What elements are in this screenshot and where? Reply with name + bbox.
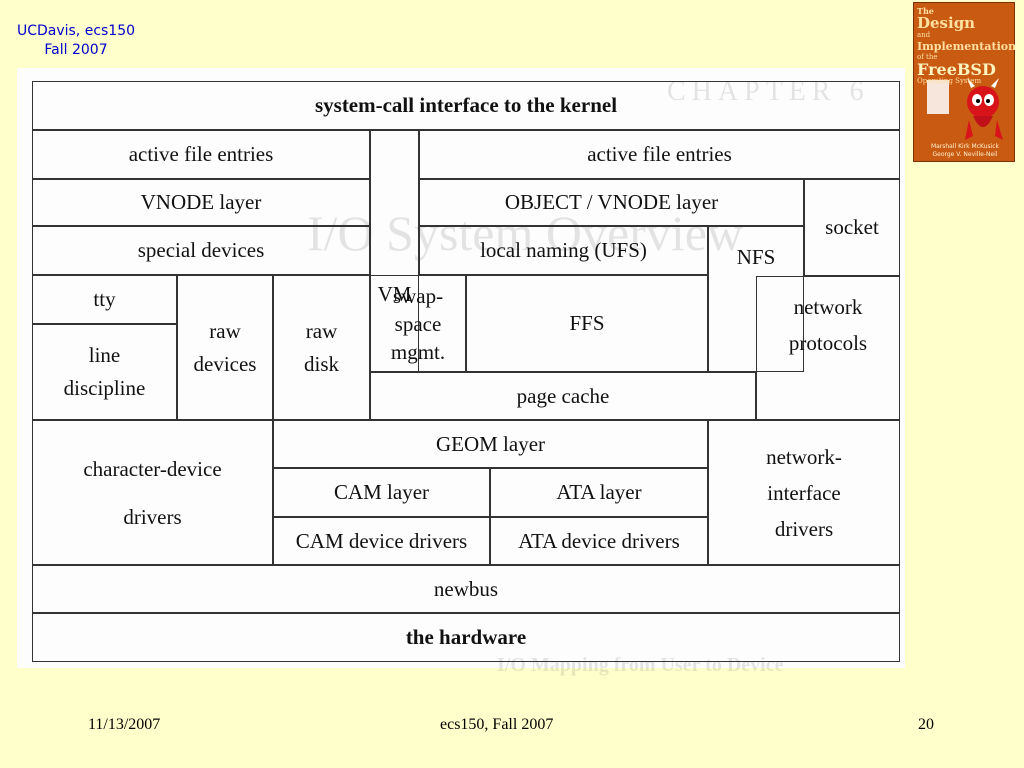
- object-vnode-layer-box: OBJECT / VNODE layer: [419, 179, 804, 226]
- book-title-line: Operating System: [917, 77, 982, 85]
- book-author: Marshall Kirk McKusick: [930, 143, 1000, 150]
- book-title-line: and: [917, 31, 931, 39]
- book-title: The Design and Implementation of the Fre…: [917, 6, 1015, 86]
- ghost-caption: I/O Mapping from User to Device: [497, 654, 784, 676]
- active-file-entries-left-box: active file entries: [32, 130, 370, 179]
- ata-device-drivers-box: ATA device drivers: [490, 517, 708, 565]
- footer-page-number: 20: [918, 716, 934, 733]
- line-discipline-box: line discipline: [32, 324, 177, 420]
- book-title-line: Design: [917, 14, 976, 32]
- hardware-box: the hardware: [32, 613, 900, 662]
- header-course: UCDavis, ecs150: [16, 23, 136, 39]
- active-file-entries-right-box: active file entries: [419, 130, 900, 179]
- raw-devices-box: raw devices: [177, 275, 273, 420]
- network-protocols-box: network protocols: [756, 276, 900, 420]
- book-authors: Marshall Kirk McKusick George V. Neville…: [915, 143, 1015, 159]
- io-system-diagram: system-call interface to the kernel acti…: [17, 68, 905, 668]
- page-cache-box: page cache: [370, 372, 756, 420]
- geom-layer-box: GEOM layer: [273, 420, 708, 468]
- swap-space-box: swap- space mgmt.: [370, 275, 466, 372]
- ffs-box: FFS: [466, 275, 708, 372]
- footer-date: 11/13/2007: [88, 716, 161, 733]
- network-interface-drivers-box: network- interface drivers: [708, 420, 900, 565]
- daemon-mascot-icon: [927, 78, 1003, 140]
- raw-disk-box: raw disk: [273, 275, 370, 420]
- ata-layer-box: ATA layer: [490, 468, 708, 517]
- slide-header: UCDavis, ecs150 Fall 2007: [6, 22, 146, 60]
- vnode-layer-box: VNODE layer: [32, 179, 370, 226]
- tty-box: tty: [32, 275, 177, 324]
- scanned-figure: CHAPTER 6 I/O System Overview I/O Mappin…: [17, 68, 905, 676]
- book-cover-image: The Design and Implementation of the Fre…: [913, 2, 1015, 162]
- ghost-section-heading: I/O System Overview: [307, 205, 744, 261]
- syscall-interface-box: system-call interface to the kernel: [32, 81, 900, 130]
- vm-box: VM: [370, 130, 419, 372]
- book-title-line: FreeBSD: [917, 60, 996, 79]
- socket-box: socket: [804, 179, 900, 276]
- book-author: George V. Neville-Neil: [932, 151, 998, 158]
- special-devices-box: special devices: [32, 226, 370, 275]
- book-title-line: of the: [917, 53, 938, 61]
- book-title-line: The: [917, 6, 934, 16]
- cam-layer-box: CAM layer: [273, 468, 490, 517]
- cam-device-drivers-box: CAM device drivers: [273, 517, 490, 565]
- book-title-line: Implementation: [917, 40, 1015, 53]
- header-term: Fall 2007: [44, 42, 108, 58]
- footer-course: ecs150, Fall 2007: [440, 716, 554, 733]
- newbus-box: newbus: [32, 565, 900, 613]
- local-naming-box: local naming (UFS): [419, 226, 708, 275]
- character-device-drivers-box: character-device drivers: [32, 420, 273, 565]
